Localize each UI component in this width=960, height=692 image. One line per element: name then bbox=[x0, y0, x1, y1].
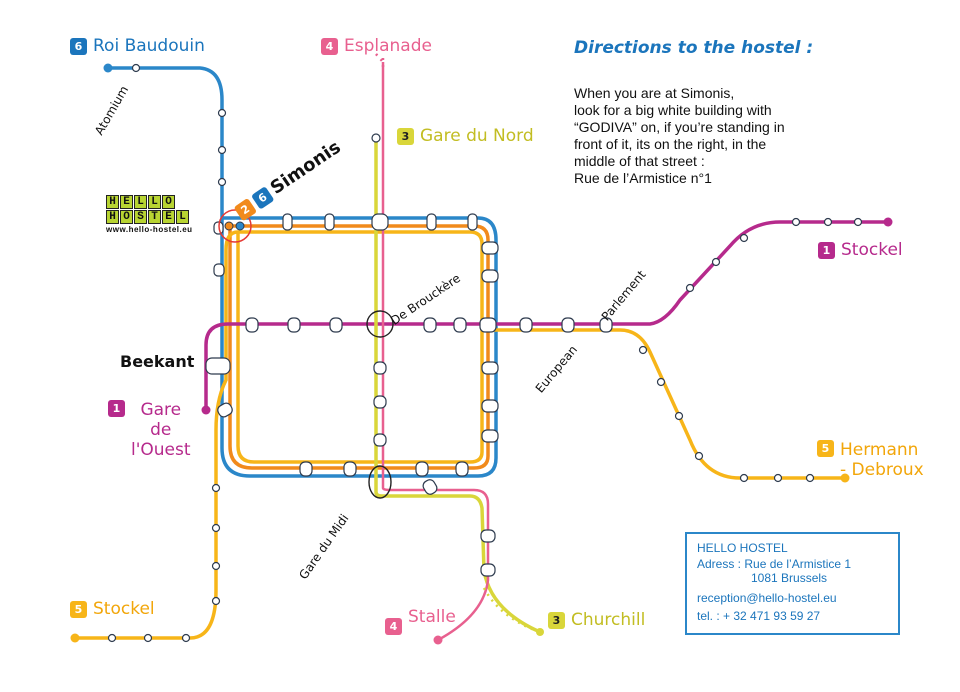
line-5-badge: 5 bbox=[70, 601, 87, 618]
hostel-phone[interactable]: tel. : + 32 471 93 59 27 bbox=[697, 609, 821, 623]
logo-letter-tile: L bbox=[176, 210, 189, 224]
line-3-badge: 3 bbox=[397, 128, 414, 145]
hostel-info-box: HELLO HOSTEL Adress : Rue de l’Armistice… bbox=[685, 532, 900, 635]
hostel-email[interactable]: reception@hello-hostel.eu bbox=[697, 591, 837, 605]
hostel-name: HELLO HOSTEL bbox=[697, 541, 788, 555]
logo-letter-tile: E bbox=[120, 195, 133, 209]
line-2-route bbox=[228, 224, 490, 470]
logo-letter-tile: L bbox=[148, 195, 161, 209]
line-3-badge: 3 bbox=[548, 612, 565, 629]
simonis-dot-orange bbox=[224, 221, 234, 231]
terminal-dots bbox=[70, 63, 893, 645]
line-1-badge: 1 bbox=[818, 242, 835, 259]
line-1-badge: 1 bbox=[108, 400, 125, 417]
logo-letter-tile: H bbox=[106, 210, 119, 224]
simonis-dot-blue bbox=[235, 221, 245, 231]
terminal-name: Gare du Nord bbox=[420, 126, 534, 146]
directions-text: When you are at Simonis, look for a big … bbox=[574, 85, 785, 186]
station-stops bbox=[107, 63, 863, 643]
hostel-address-line2: 1081 Brussels bbox=[751, 571, 828, 585]
terminal-name: Stockel bbox=[93, 599, 155, 619]
terminal-esplanade[interactable]: 4 Esplanade bbox=[321, 38, 432, 55]
logo-url: www.hello-hostel.eu bbox=[106, 225, 193, 234]
directions-title: Directions to the hostel : bbox=[574, 38, 814, 58]
terminal-hermann-debroux[interactable]: 5 Hermann - Debroux bbox=[817, 440, 924, 480]
line-5-badge: 5 bbox=[817, 440, 834, 457]
terminal-stockel-5[interactable]: 5 Stockel bbox=[70, 601, 155, 618]
logo-letter-tile: T bbox=[148, 210, 161, 224]
de-brouckere-ring bbox=[366, 310, 394, 338]
terminal-name: Churchill bbox=[571, 610, 646, 630]
terminal-name: Stockel bbox=[841, 240, 903, 260]
line-3-route bbox=[374, 138, 541, 634]
logo-letter-tile: S bbox=[134, 210, 147, 224]
line-1-route bbox=[204, 220, 888, 410]
line-6-route bbox=[108, 66, 498, 478]
logo-letter-tile: O bbox=[120, 210, 133, 224]
directions-panel: Directions to the hostel : When you are … bbox=[574, 40, 904, 187]
logo-letter-tile: H bbox=[106, 195, 119, 209]
station-label-beekant: Beekant bbox=[120, 352, 195, 371]
terminal-name: Hermann - Debroux bbox=[840, 440, 924, 480]
terminal-gare-du-nord[interactable]: 3 Gare du Nord bbox=[397, 128, 534, 145]
line-4-route bbox=[381, 62, 490, 642]
terminal-name: Esplanade bbox=[344, 36, 432, 56]
logo-letter-tile: L bbox=[134, 195, 147, 209]
terminal-name: Stalle bbox=[408, 607, 456, 627]
line-4-badge: 4 bbox=[321, 38, 338, 55]
terminal-roi-baudouin[interactable]: 6 Roi Baudouin bbox=[70, 38, 205, 55]
terminal-stalle[interactable]: 4 Stalle bbox=[385, 600, 456, 635]
hostel-address-line1: Adress : Rue de l’Armistice 1 bbox=[697, 557, 852, 571]
line-6-badge: 6 bbox=[70, 38, 87, 55]
terminal-stockel-1[interactable]: 1 Stockel bbox=[818, 242, 903, 259]
terminal-churchill[interactable]: 3 Churchill bbox=[548, 612, 645, 629]
logo-letter-tile: E bbox=[162, 210, 175, 224]
gare-du-midi-ring bbox=[368, 465, 392, 499]
terminal-name: Gare de l'Ouest bbox=[131, 400, 191, 460]
line-4-dotted bbox=[375, 53, 385, 70]
logo-letter-tile: O bbox=[162, 195, 175, 209]
terminal-gare-de-louest[interactable]: 1 Gare de l'Ouest bbox=[108, 400, 191, 460]
line-4-badge: 4 bbox=[385, 618, 402, 635]
terminal-name: Roi Baudouin bbox=[93, 36, 205, 56]
